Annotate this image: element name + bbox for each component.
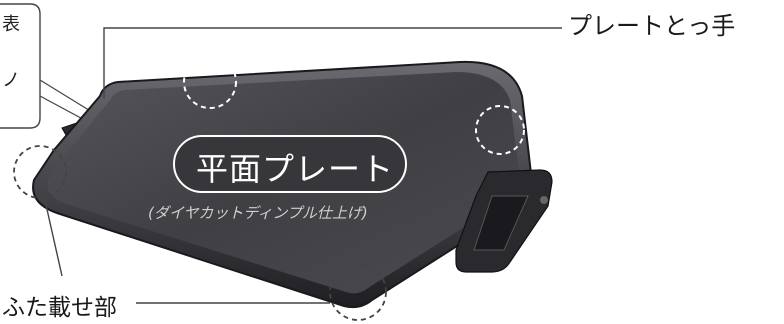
callout-bubble xyxy=(0,3,41,129)
leader-plate-handle xyxy=(103,27,562,98)
right-handle-screw xyxy=(540,196,548,204)
dashed-circle-right xyxy=(475,105,525,155)
callout-line-1: 表 xyxy=(2,14,20,35)
plate-name-label: 平面プレート xyxy=(196,150,395,188)
dashed-circle-top xyxy=(183,55,237,109)
plate-name-badge xyxy=(173,135,407,193)
leader-lid-rest xyxy=(43,195,63,277)
plate-finish-label: (ダイヤカットディンプル仕上げ) xyxy=(148,204,368,222)
lid-rest-label: ふた載せ部 xyxy=(2,295,117,321)
dashed-circle-left xyxy=(13,145,67,199)
right-handle-groove xyxy=(473,195,529,251)
callout-line-2: ノ xyxy=(2,70,20,91)
dashed-circle-bottom xyxy=(329,263,387,321)
callout-text: 表 ノ xyxy=(0,0,22,120)
plate-handle-label: プレートとっ手 xyxy=(568,12,736,40)
